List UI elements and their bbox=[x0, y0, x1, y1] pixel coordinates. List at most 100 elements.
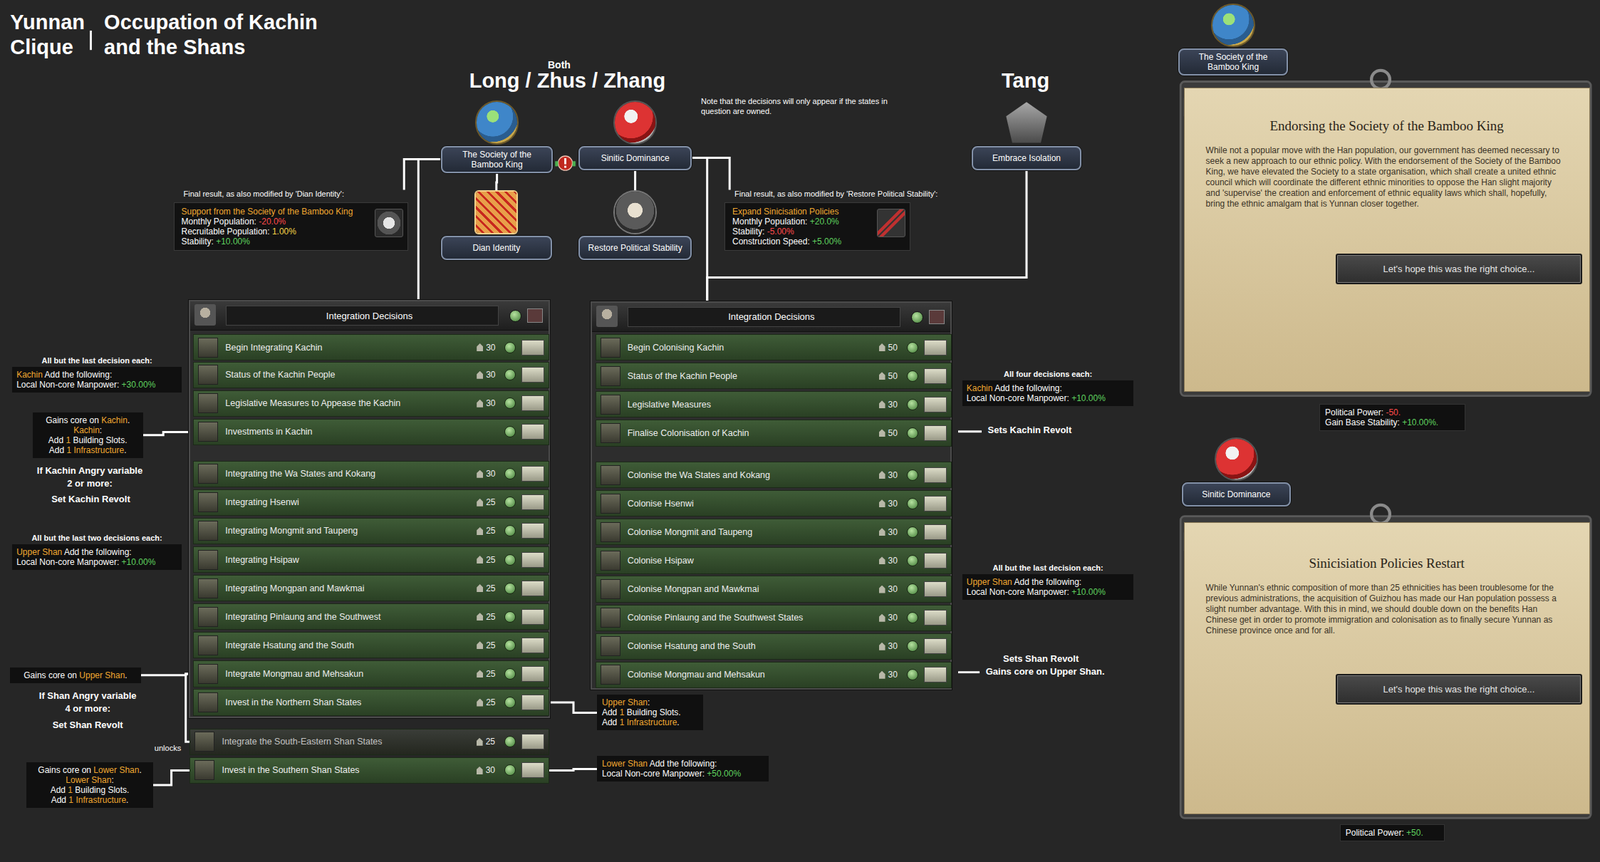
decision-cost: 25 bbox=[485, 697, 499, 708]
note-label: Note that the decisions will only appear… bbox=[700, 96, 897, 117]
decision-name: Integrating Mongmit and Taupeng bbox=[225, 525, 477, 536]
pp-icon bbox=[476, 371, 483, 379]
status-dot bbox=[906, 668, 919, 681]
status-dot bbox=[504, 397, 516, 409]
annotation-line: Kachin Add the following: bbox=[16, 369, 178, 380]
pp-icon bbox=[476, 399, 483, 408]
decision-row: Integrate Hsatung and the South25 bbox=[193, 631, 550, 659]
decision-icon bbox=[600, 394, 621, 415]
status-dot bbox=[504, 468, 516, 480]
annotation-node: Gains core on Kachin.Kachin:Add 1 Buildi… bbox=[32, 412, 144, 459]
pp-icon bbox=[476, 766, 483, 775]
idea-heading: Final result, as also modified by 'Resto… bbox=[724, 189, 911, 199]
pp-icon bbox=[879, 614, 886, 622]
note-label: Set Kachin Revolt bbox=[24, 493, 157, 505]
focus-icon bbox=[1216, 438, 1257, 480]
focus-bar: Embrace Isolation bbox=[971, 146, 1083, 171]
mutex-icon bbox=[558, 156, 573, 171]
decision-row: Integrate Mongmau and Mehsakun25 bbox=[193, 660, 550, 687]
envelope-icon bbox=[521, 694, 545, 711]
pp-icon bbox=[879, 343, 886, 352]
connector bbox=[418, 159, 441, 301]
focus-icon bbox=[1212, 4, 1254, 46]
panel-header: Integration Decisions bbox=[591, 302, 951, 332]
decision-icon bbox=[198, 520, 218, 541]
decision-icon bbox=[198, 606, 218, 627]
status-dot bbox=[906, 427, 919, 439]
idea-title: Support from the Society of the Bamboo K… bbox=[181, 206, 371, 217]
focus-bar: Sinitic Dominance bbox=[578, 146, 692, 171]
decision-row: Begin Colonising Kachin50 bbox=[595, 334, 952, 361]
annotation-heading: All four decisions each: bbox=[962, 369, 1135, 379]
decision-cost: 30 bbox=[888, 641, 902, 652]
decision-name: Integrate the South-Eastern Shan States bbox=[221, 736, 476, 747]
idea-effect: Recruitable Population: 1.00% bbox=[181, 226, 371, 237]
event-card: Sinicisiation Policies RestartWhile Yunn… bbox=[1183, 522, 1591, 815]
status-dot bbox=[504, 525, 516, 537]
status-dot bbox=[504, 496, 516, 508]
pp-icon bbox=[879, 400, 886, 409]
decision-cost: 25 bbox=[485, 525, 499, 536]
connector bbox=[549, 702, 597, 714]
pp-icon bbox=[476, 612, 483, 621]
focus-label: Embrace Isolation bbox=[992, 153, 1061, 164]
decision-cost: 25 bbox=[485, 554, 499, 565]
decision-name: Invest in the Northern Shan States bbox=[225, 697, 477, 708]
envelope-icon bbox=[521, 395, 545, 412]
annotation-node: All but the last decision each:Kachin Ad… bbox=[12, 356, 182, 393]
panel-title: Integration Decisions bbox=[728, 311, 815, 322]
decision-name: Status of the Kachin People bbox=[225, 369, 477, 380]
decision-name: Begin Colonising Kachin bbox=[627, 342, 880, 353]
decision-cost: 30 bbox=[888, 527, 902, 538]
decision-cost: 30 bbox=[888, 555, 902, 566]
envelope-icon bbox=[923, 339, 947, 356]
status-dot bbox=[504, 696, 516, 709]
mutex-mark bbox=[564, 165, 567, 169]
annotation-line: Add 1 Infrastructure. bbox=[31, 795, 149, 805]
panel-dot bbox=[911, 311, 924, 324]
decision-row: Invest in the Southern Shan States30 bbox=[189, 757, 549, 784]
envelope-icon bbox=[521, 423, 545, 440]
annotation-line: Add 1 Building Slots. bbox=[31, 785, 149, 796]
focus-node: The Society of the Bamboo King bbox=[1178, 4, 1288, 76]
connector bbox=[153, 770, 191, 786]
pp-icon bbox=[879, 470, 886, 479]
decision-icon bbox=[600, 664, 621, 685]
envelope-icon bbox=[521, 580, 545, 597]
decision-cost: 30 bbox=[485, 468, 499, 479]
annotation-box: Kachin Add the following:Local Non-core … bbox=[12, 366, 182, 393]
panel-header: Integration Decisions bbox=[190, 301, 549, 331]
annotation-line: Lower Shan: bbox=[31, 775, 149, 786]
focus-icon bbox=[476, 101, 518, 143]
envelope-icon bbox=[521, 494, 545, 511]
decision-cost: 25 bbox=[485, 611, 499, 622]
clip bbox=[1371, 70, 1390, 90]
decision-name: Integrating the Wa States and Kokang bbox=[225, 468, 477, 479]
envelope-icon bbox=[923, 495, 947, 512]
event-frame bbox=[1180, 81, 1591, 397]
annotation-line: Gain Base Stability: +10.00%. bbox=[1325, 417, 1460, 428]
decision-name: Finalise Colonisation of Kachin bbox=[627, 428, 880, 439]
annotation-heading: All but the last two decisions each: bbox=[12, 533, 182, 543]
decision-name: Colonise Pinlaung and the Southwest Stat… bbox=[627, 612, 880, 623]
decision-name: Colonise the Wa States and Kokang bbox=[627, 470, 880, 481]
connector bbox=[691, 158, 730, 191]
idea-title: Expand Sinicisation Policies bbox=[732, 206, 873, 217]
pp-icon bbox=[476, 527, 483, 535]
focus-node: Sinitic Dominance bbox=[578, 101, 692, 170]
annotation-node: Gains core on Lower Shan.Lower Shan:Add … bbox=[26, 762, 154, 808]
decision-cost: 30 bbox=[888, 470, 902, 481]
focus-node: Sinitic Dominance bbox=[1181, 438, 1291, 507]
envelope-icon bbox=[521, 522, 545, 539]
envelope-icon bbox=[923, 638, 947, 654]
decision-panel: Integration DecisionsBegin Colonising Ka… bbox=[590, 301, 952, 691]
focus-bar: Restore Political Stability bbox=[578, 235, 692, 261]
decision-icon bbox=[600, 493, 621, 514]
decision-row: Status of the Kachin People50 bbox=[595, 362, 952, 389]
idea-node: Final result, as also modified by 'Resto… bbox=[724, 189, 911, 251]
focus-node: Dian Identity bbox=[440, 191, 553, 260]
decision-row: Colonise Hsatung and the South30 bbox=[595, 633, 952, 660]
annotation-line: Kachin Add the following: bbox=[966, 383, 1130, 394]
decision-row: Colonise Hsipaw30 bbox=[595, 547, 952, 574]
decision-name: Legislative Measures bbox=[627, 399, 880, 410]
